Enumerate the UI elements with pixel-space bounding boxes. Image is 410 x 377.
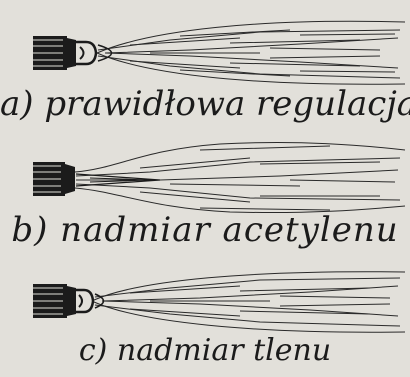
panel-a [33,21,405,84]
torch-nozzle-icon [33,284,93,318]
flame-icon [94,272,405,332]
torch-nozzle-icon [33,36,96,70]
panel-b [33,143,405,213]
caption-excess-oxygen: c) nadmiar tlenu [0,333,410,368]
caption-excess-acetylene: b) nadmiar acetylenu [0,210,410,250]
torch-nozzle-icon [33,162,75,196]
flame-icon [97,21,405,84]
caption-correct-regulation: a) prawidłowa regulacja [0,84,410,124]
panel-c [33,272,405,332]
flame-icon [75,143,405,213]
